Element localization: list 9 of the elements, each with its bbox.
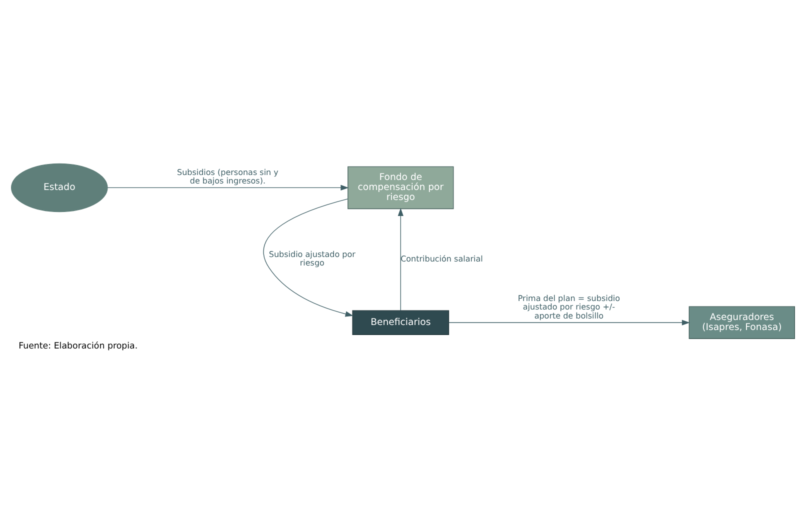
- arrow: [107, 184, 349, 190]
- node-box: Aseguradores (Isapres, Fonasa): [688, 306, 795, 338]
- arrow: [398, 207, 404, 310]
- node-box: Fondo de compensación por riesgo: [348, 166, 454, 209]
- arrow: [448, 319, 690, 325]
- node-ellipse: Estado: [11, 162, 108, 212]
- caption: Fuente: Elaboración propia.: [18, 340, 138, 351]
- arrow: [263, 198, 354, 316]
- node-box: Beneficiarios: [352, 310, 450, 334]
